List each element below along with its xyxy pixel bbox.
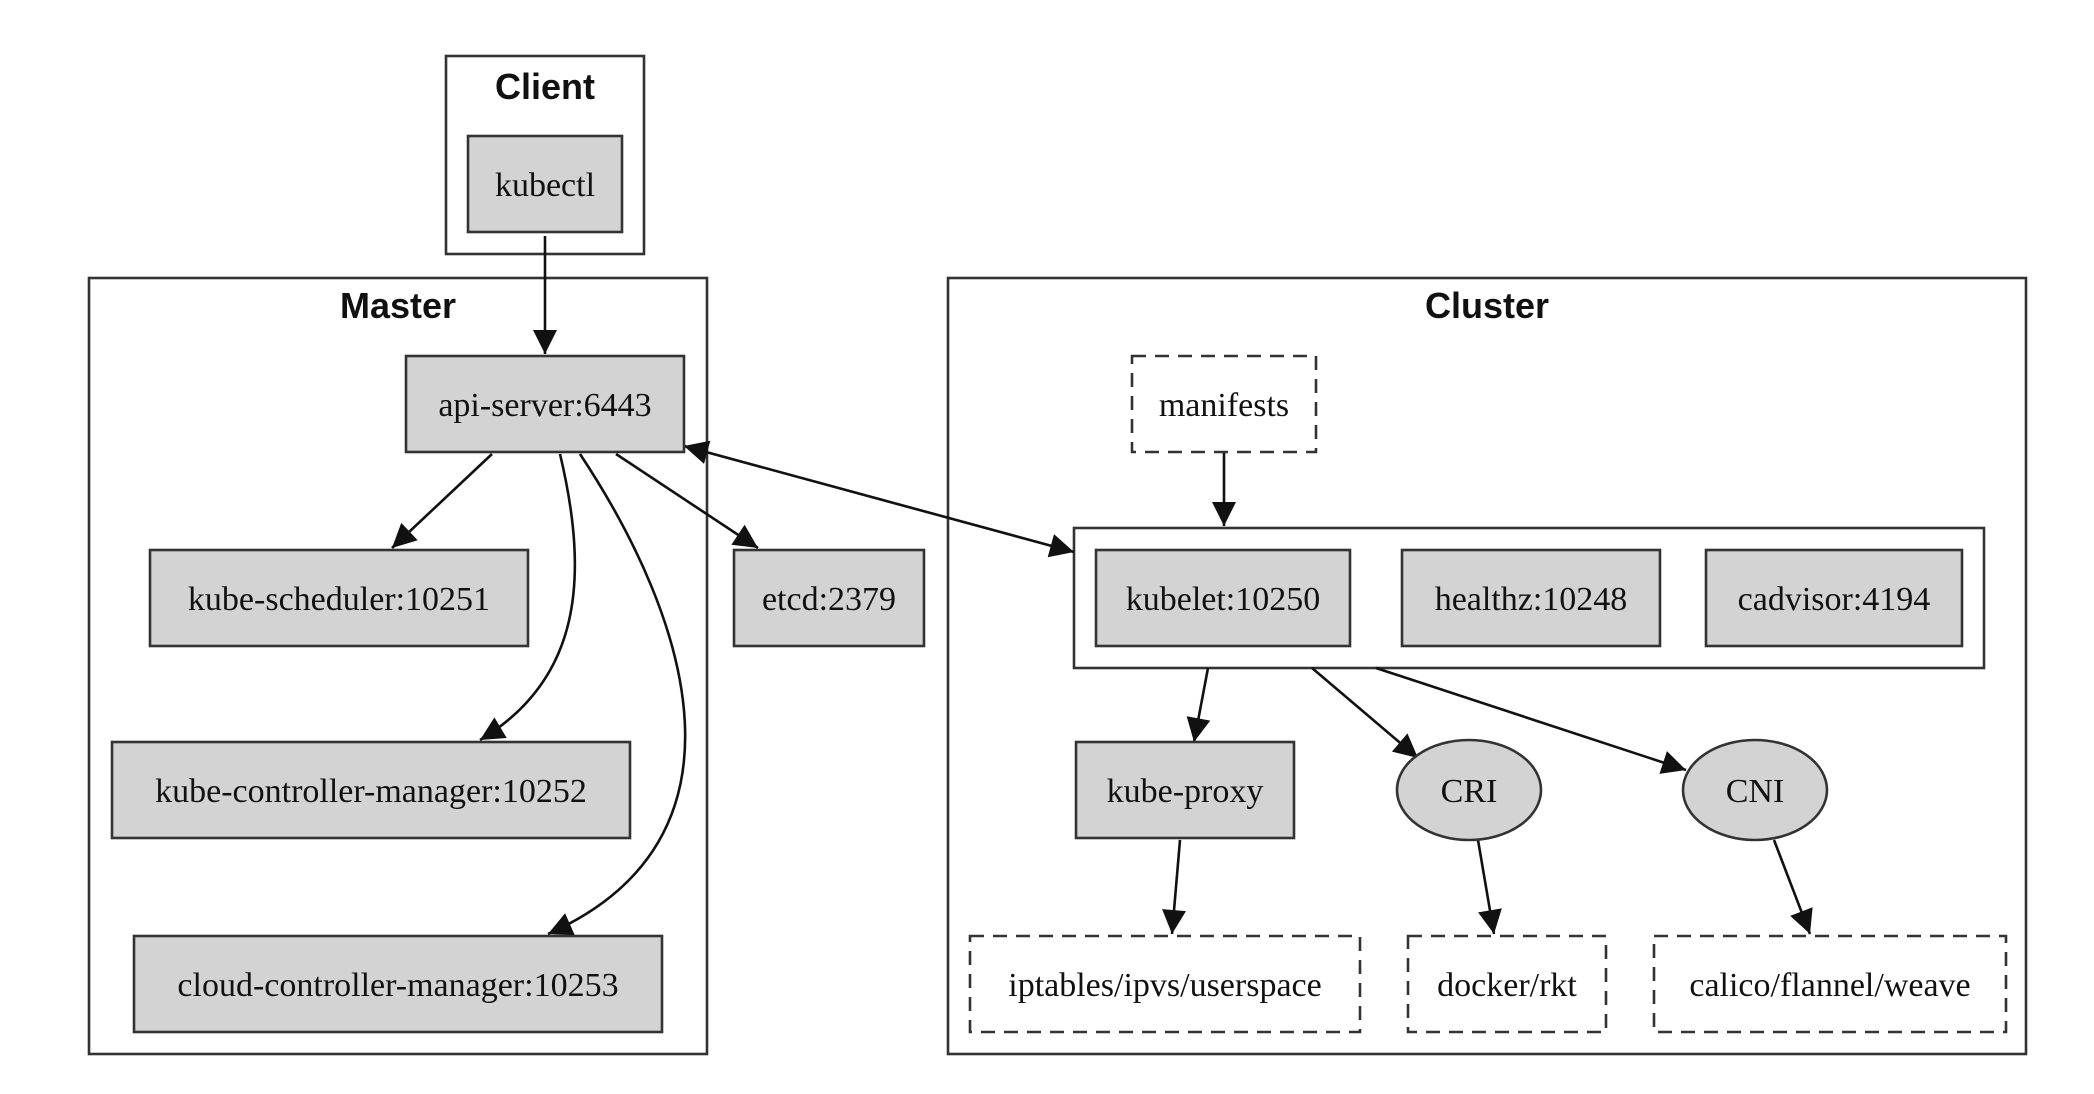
node-healthz: healthz:10248 [1400,548,1662,648]
cluster-title: Cluster [1425,285,1549,326]
node-iptables: iptables/ipvs/userspace [968,934,1362,1034]
node-etcd: etcd:2379 [732,548,926,648]
cloud-controller-manager-label: cloud-controller-manager:10253 [177,967,618,1004]
edges [391,236,1813,936]
edge-api-server-kube-scheduler [391,453,493,549]
edge-kubelet-cri [1311,667,1419,759]
edge-cni-calico [1772,839,1813,935]
node-kubelet: kubelet:10250 [1094,548,1352,648]
kube-proxy-label: kube-proxy [1107,773,1264,810]
node-cloud-controller-manager: cloud-controller-manager:10253 [132,934,664,1034]
edge-cri-docker [1476,839,1502,935]
node-kube-controller-manager: kube-controller-manager:10252 [110,740,632,840]
calico-label: calico/flannel/weave [1689,967,1970,1004]
kube-scheduler-label: kube-scheduler:10251 [188,581,490,618]
edge-kubelet-kube-proxy [1186,667,1211,743]
etcd-label: etcd:2379 [762,581,896,618]
cri-label: CRI [1441,773,1498,810]
node-manifests: manifests [1130,354,1318,454]
healthz-label: healthz:10248 [1435,581,1628,618]
node-api-server: api-server:6443 [404,354,686,454]
node-kubectl: kubectl [466,134,624,234]
edge-api-server-cloud-controller-manager [547,453,687,936]
docker-label: docker/rkt [1437,967,1577,1004]
cni-label: CNI [1726,773,1785,810]
node-kube-proxy: kube-proxy [1074,740,1296,840]
node-kube-scheduler: kube-scheduler:10251 [148,548,530,648]
node-docker: docker/rkt [1406,934,1608,1034]
edge-api-server-kube-controller-manager [479,453,577,742]
edge-kubelet-cni [1375,666,1687,774]
node-cadvisor: cadvisor:4194 [1704,548,1964,648]
kube-controller-manager-label: kube-controller-manager:10252 [155,773,587,810]
cadvisor-label: cadvisor:4194 [1738,581,1931,618]
master-title: Master [340,285,456,326]
kubectl-label: kubectl [495,167,595,204]
api-server-label: api-server:6443 [438,387,651,424]
edge-api-server-kubelet [683,440,1075,558]
iptables-label: iptables/ipvs/userspace [1008,967,1321,1004]
kubelet-label: kubelet:10250 [1126,581,1321,618]
edge-kube-proxy-iptables [1162,839,1186,935]
manifests-label: manifests [1159,387,1289,424]
node-calico: calico/flannel/weave [1652,934,2008,1034]
node-cni: CNI [1681,738,1829,842]
node-cri: CRI [1395,738,1543,842]
client-title: Client [495,66,595,107]
